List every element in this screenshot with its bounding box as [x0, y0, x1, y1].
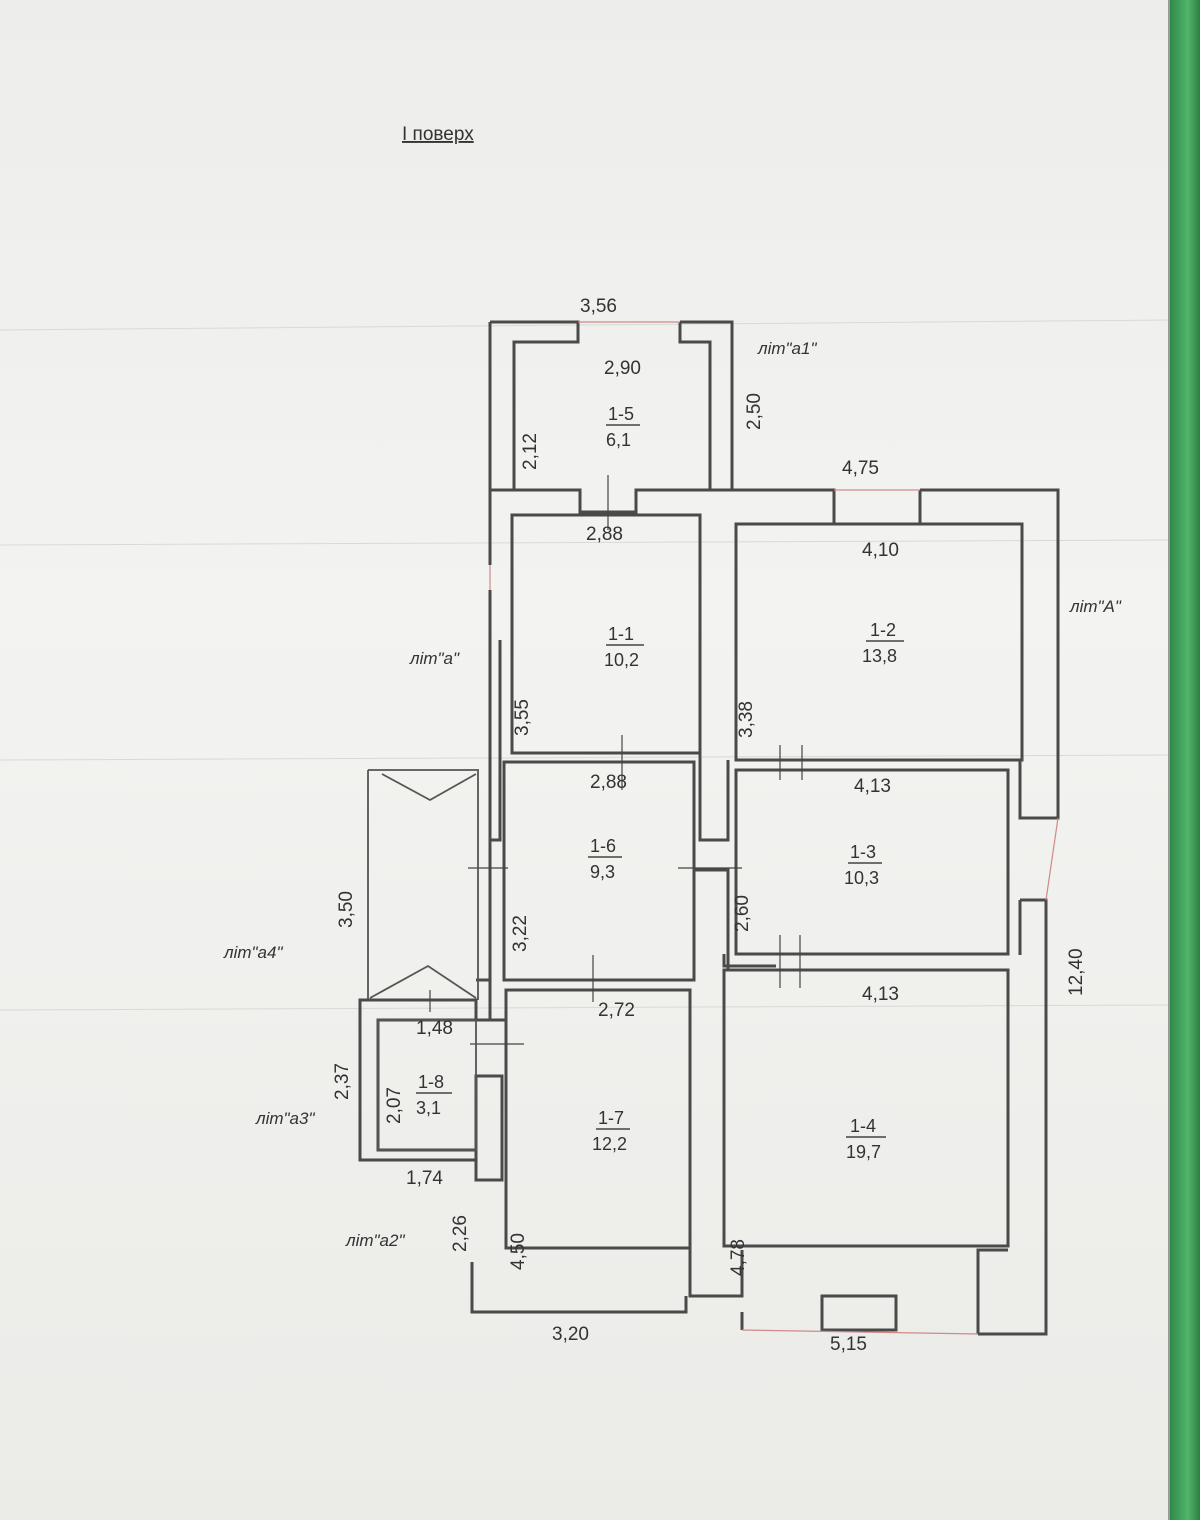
room-a3: [358, 998, 478, 1162]
porch-a4: [367, 769, 479, 1000]
literal-a4: літ"а4": [223, 943, 283, 962]
room-label-1-8: 1-8 3,1: [416, 1072, 452, 1118]
svg-text:1-4: 1-4: [850, 1116, 876, 1136]
room-label-1-4: 1-4 19,7: [846, 1116, 886, 1162]
literal-A: літ"А": [1069, 597, 1122, 616]
svg-text:6,1: 6,1: [606, 430, 631, 450]
dim-1-7-width: 2,72: [598, 1000, 635, 1021]
svg-text:10,2: 10,2: [604, 650, 639, 670]
literal-a2: літ"а2": [345, 1231, 405, 1250]
room-label-1-3: 1-3 10,3: [844, 842, 882, 888]
literal-a1: літ"а1": [757, 339, 817, 358]
literal-a3: літ"а3": [255, 1109, 315, 1128]
svg-text:19,7: 19,7: [846, 1142, 881, 1162]
room-label-1-2: 1-2 13,8: [862, 620, 904, 666]
floor-title: I поверх: [402, 124, 474, 145]
dim-1-3-width: 4,13: [854, 776, 891, 797]
dim-bottom-A: 5,15: [830, 1334, 867, 1355]
dim-a3-height: 2,37: [332, 1063, 353, 1100]
svg-text:1-3: 1-3: [850, 842, 876, 862]
wall-main: [488, 488, 1060, 1336]
svg-text:1-8: 1-8: [418, 1072, 444, 1092]
room-outline-1-3: [734, 768, 1010, 956]
svg-text:3,1: 3,1: [416, 1098, 441, 1118]
dim-bottom-a: 3,20: [552, 1324, 589, 1345]
dim-1-4-height: 4,78: [728, 1239, 749, 1276]
dim-1-1-width: 2,88: [586, 524, 623, 545]
literal-a: літ"а": [409, 649, 460, 668]
dim-1-4-width: 4,13: [862, 984, 899, 1005]
dim-a3-bottom: 1,74: [406, 1168, 443, 1189]
background-edge: [1170, 0, 1200, 1520]
dim-a2-height: 2,26: [450, 1215, 471, 1252]
dim-1-6-height: 3,22: [510, 915, 531, 952]
dim-top-a1: 3,56: [580, 296, 617, 317]
room-outline-1-4: [722, 968, 1010, 1248]
dim-1-5-height: 2,12: [520, 433, 541, 470]
dim-1-2-height: 3,38: [736, 701, 757, 738]
svg-text:1-6: 1-6: [590, 836, 616, 856]
room-outline-1-1: [510, 513, 702, 755]
room-label-1-5: 1-5 6,1: [606, 404, 640, 450]
dim-1-8-width: 1,48: [416, 1018, 453, 1039]
svg-text:1-5: 1-5: [608, 404, 634, 424]
dim-A-top: 4,75: [842, 458, 879, 479]
dim-A-side: 12,40: [1066, 948, 1087, 996]
floor-plan: I поверх літ"а1" літ"а" літ"А" літ"а4" л…: [0, 124, 1168, 1355]
dim-a1-height: 2,50: [744, 393, 765, 430]
svg-text:1-2: 1-2: [870, 620, 896, 640]
dim-1-6-width: 2,88: [590, 772, 627, 793]
dim-1-5-width: 2,90: [604, 358, 641, 379]
dim-1-1-height: 3,55: [512, 699, 533, 736]
room-label-1-1: 1-1 10,2: [604, 624, 644, 670]
svg-text:1-7: 1-7: [598, 1108, 624, 1128]
svg-text:1-1: 1-1: [608, 624, 634, 644]
wall-a1: [488, 320, 734, 490]
dim-1-7-height: 4,50: [508, 1233, 529, 1270]
svg-text:13,8: 13,8: [862, 646, 897, 666]
svg-text:12,2: 12,2: [592, 1134, 627, 1154]
room-label-1-7: 1-7 12,2: [592, 1108, 630, 1154]
dim-1-2-width: 4,10: [862, 540, 899, 561]
dim-1-8-height: 2,07: [384, 1087, 405, 1124]
svg-text:10,3: 10,3: [844, 868, 879, 888]
dim-1-3-height: 2,60: [732, 895, 753, 932]
svg-text:9,3: 9,3: [590, 862, 615, 882]
plan-sheet: I поверх літ"а1" літ"а" літ"А" літ"а4" л…: [0, 0, 1170, 1520]
room-label-1-6: 1-6 9,3: [588, 836, 622, 882]
dim-a4-height: 3,50: [336, 891, 357, 928]
